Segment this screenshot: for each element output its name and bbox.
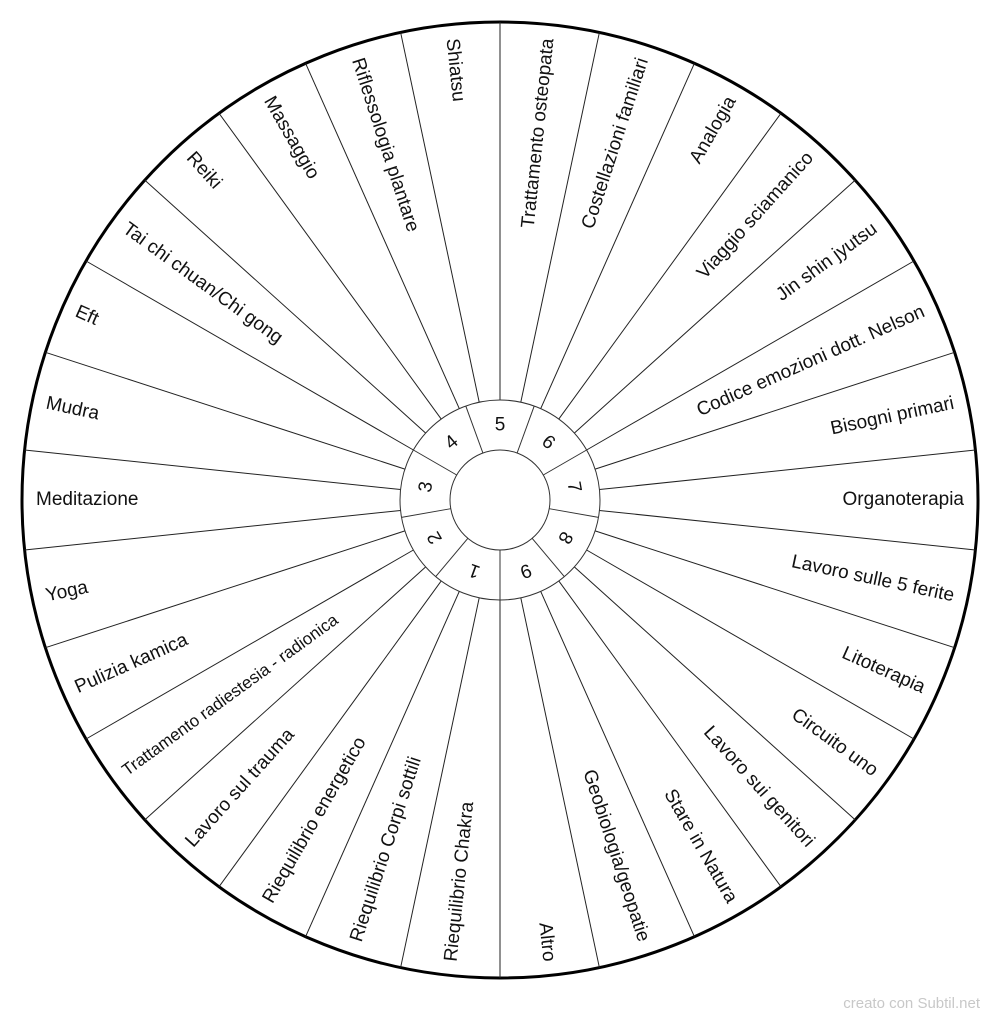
sector-divider (594, 351, 955, 470)
sector-divider (24, 449, 401, 491)
sector-divider (218, 580, 442, 888)
number-divider (543, 449, 587, 476)
sector-divider (45, 530, 406, 649)
sector-label[interactable]: Altro (534, 921, 559, 962)
sector-divider (85, 549, 414, 740)
sector-divider (558, 112, 782, 420)
number-divider (435, 537, 469, 577)
sector-divider (586, 549, 915, 740)
ring-number[interactable]: 7 (563, 480, 586, 494)
sector-divider (573, 566, 856, 821)
sector-divider (305, 63, 460, 409)
sector-divider (573, 179, 856, 434)
ring-number[interactable]: 3 (415, 480, 438, 494)
watermark: creato con Subtil.net (843, 995, 980, 1012)
sector-divider (540, 63, 695, 409)
sector-divider (599, 509, 976, 551)
sector-divider (594, 530, 955, 649)
ring-number[interactable]: 5 (495, 415, 506, 436)
sector-label[interactable]: Meditazione (36, 489, 138, 510)
sector-label[interactable]: Organoterapia (843, 489, 965, 510)
sector-divider (586, 260, 915, 451)
sector-divider (305, 591, 460, 937)
sector-divider (24, 509, 401, 551)
sector-divider (520, 597, 600, 968)
sector-divider (400, 32, 480, 403)
number-divider (401, 508, 451, 518)
number-divider (531, 537, 565, 577)
number-divider (516, 405, 535, 454)
number-divider (465, 405, 484, 454)
sector-divider (85, 260, 414, 451)
sector-divider (540, 591, 695, 937)
sector-divider (144, 566, 427, 821)
sector-divider (144, 179, 427, 434)
number-divider (413, 449, 457, 476)
sector-divider (520, 32, 600, 403)
sector-divider (400, 597, 480, 968)
sector-divider (599, 449, 976, 491)
number-divider (549, 508, 599, 518)
sector-divider (218, 112, 442, 420)
sector-divider (45, 351, 406, 470)
center-circle (449, 449, 551, 551)
sector-divider (558, 580, 782, 888)
